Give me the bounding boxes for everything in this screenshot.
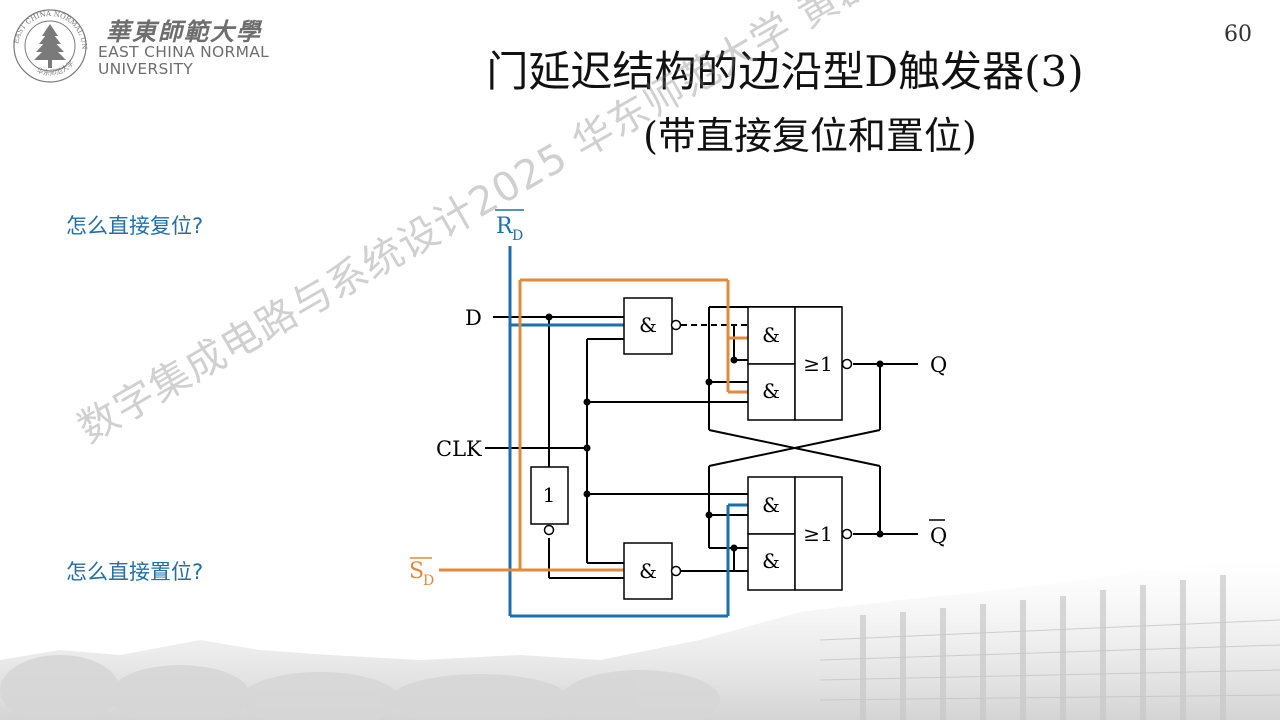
campus-columns — [860, 575, 1226, 720]
label-sd-sub: D — [423, 573, 434, 589]
university-logo: EAST CHINA NORMAL UNIVERSITY 华东师范大学 華東師範… — [8, 6, 308, 84]
set-line — [439, 278, 748, 572]
page-number: 60 — [1224, 22, 1252, 47]
university-name-en: EAST CHINA NORMAL UNIVERSITY — [98, 44, 269, 78]
gate-andor-lower — [747, 476, 853, 591]
circuit-junctions — [545, 313, 884, 552]
university-name-cn: 華東師範大學 — [106, 17, 262, 46]
campus-windows — [819, 619, 1280, 701]
or-symbol: ≥1 — [803, 522, 832, 546]
question-reset: 怎么直接复位? — [66, 214, 204, 238]
gate-andor-upper — [747, 306, 853, 421]
and-symbol: & — [762, 549, 780, 573]
label-sd-base: S — [409, 559, 424, 584]
university-emblem-icon: EAST CHINA NORMAL UNIVERSITY 华东师范大学 — [8, 6, 88, 83]
and-symbol: & — [762, 379, 780, 403]
slide-title: 门延迟结构的边沿型D触发器(3) — [486, 47, 1084, 96]
or-symbol: ≥1 — [803, 352, 832, 376]
label-d: D — [465, 306, 482, 330]
label-clk: CLK — [436, 437, 482, 461]
and-symbol: & — [639, 313, 657, 337]
label-rd-sub: D — [512, 228, 523, 244]
reset-line — [508, 246, 748, 618]
and-symbol: & — [762, 323, 780, 347]
gate-and-upper-left — [623, 297, 682, 355]
slide-subtitle: (带直接复位和置位) — [643, 114, 977, 158]
label-qbar: Q — [930, 524, 947, 548]
pine-tree-icon — [34, 24, 66, 68]
question-set: 怎么直接置位? — [66, 560, 204, 584]
university-name-en-line1: EAST CHINA NORMAL — [98, 43, 270, 61]
and-symbol: & — [639, 559, 657, 583]
label-sd: S D — [409, 557, 434, 589]
label-rd-base: R — [496, 214, 514, 239]
circuit-wires — [485, 306, 918, 579]
and-symbol: & — [762, 493, 780, 517]
gate-and-lower-left — [623, 542, 682, 600]
gate-not — [530, 466, 569, 536]
university-name-en-line2: UNIVERSITY — [98, 60, 194, 78]
label-rd: R D — [495, 209, 524, 244]
label-q: Q — [930, 353, 947, 377]
campus-trees — [0, 655, 720, 720]
not-symbol: 1 — [543, 483, 556, 507]
